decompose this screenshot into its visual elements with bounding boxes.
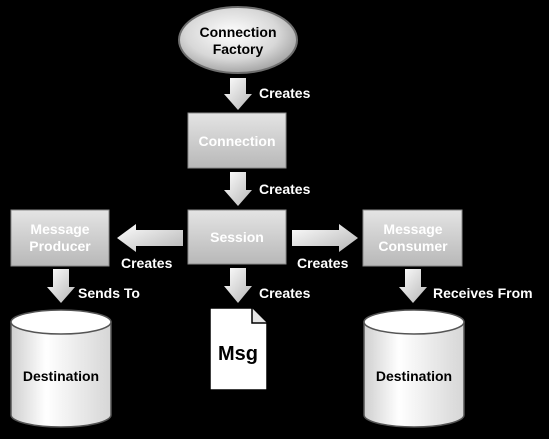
- destination-left-node: Destination: [10, 309, 112, 428]
- msg-document-node: Msg: [209, 307, 268, 391]
- message-consumer-node: Message Consumer: [362, 209, 463, 267]
- arrow-session-to-msg: [224, 268, 252, 303]
- connection-factory-node: Connection Factory: [178, 6, 298, 74]
- destination-left-label: Destination: [23, 368, 99, 384]
- edge-label-producer-destination: Sends To: [78, 285, 140, 301]
- arrow-producer-to-destination: [47, 269, 75, 303]
- arrow-connection-to-session: [224, 172, 252, 206]
- connection-factory-label-line2: Factory: [213, 41, 264, 57]
- message-producer-label-line2: Producer: [29, 238, 91, 254]
- session-node: Session: [187, 209, 287, 265]
- arrow-session-to-producer: [117, 224, 183, 252]
- edge-label-consumer-destination: Receives From: [433, 285, 533, 301]
- session-label: Session: [210, 229, 264, 245]
- msg-label: Msg: [218, 343, 258, 365]
- arrow-factory-to-connection: [224, 78, 252, 110]
- edge-label-session-consumer: Creates: [297, 255, 349, 271]
- message-producer-label-line1: Message: [30, 221, 89, 237]
- message-consumer-label-line2: Consumer: [378, 238, 448, 254]
- arrow-session-to-consumer: [292, 224, 358, 252]
- arrow-consumer-to-destination: [399, 269, 427, 303]
- edge-label-session-msg: Creates: [259, 285, 311, 301]
- connection-label: Connection: [199, 133, 276, 149]
- message-consumer-label-line1: Message: [383, 221, 442, 237]
- destination-right-node: Destination: [363, 309, 465, 428]
- connection-factory-label-line1: Connection: [200, 24, 277, 40]
- destination-right-label: Destination: [376, 368, 452, 384]
- edge-label-session-producer: Creates: [121, 255, 173, 271]
- message-producer-node: Message Producer: [10, 209, 110, 267]
- connection-node: Connection: [187, 112, 287, 169]
- edge-label-factory-connection: Creates: [259, 85, 311, 101]
- edge-label-connection-session: Creates: [259, 181, 311, 197]
